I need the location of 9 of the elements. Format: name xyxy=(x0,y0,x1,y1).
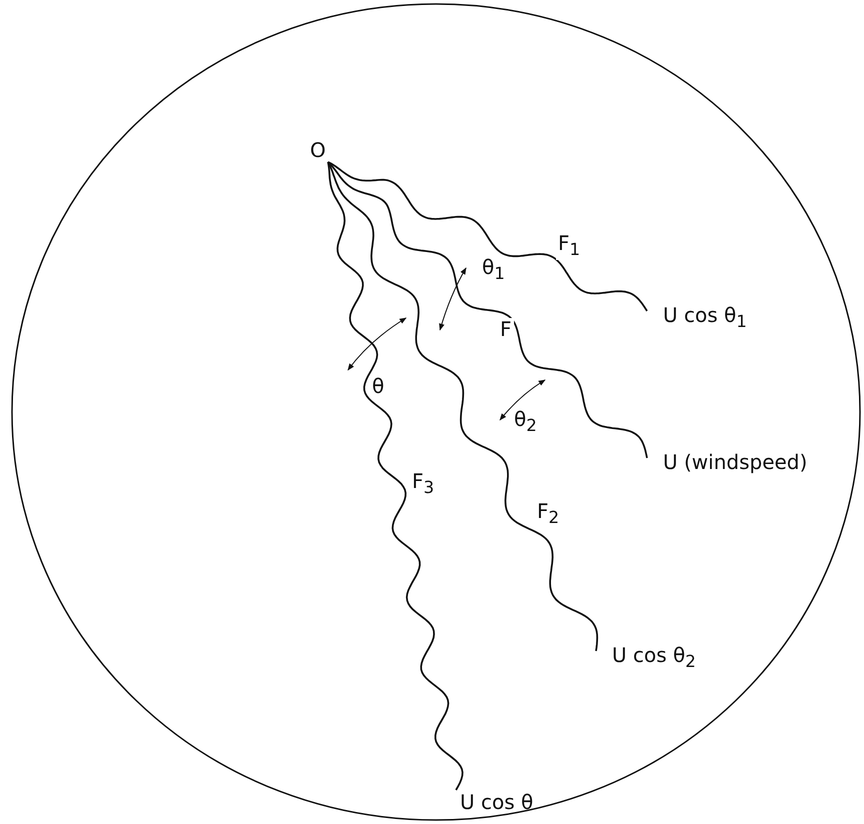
endpoint-label: U cos θ$_{2}$ xyxy=(612,645,696,671)
flow-line xyxy=(328,161,648,312)
endpoint-label: U (windspeed) xyxy=(663,452,808,472)
flow-line xyxy=(327,161,648,458)
flow-line xyxy=(327,162,464,790)
flow-line xyxy=(327,162,598,652)
endpoint-label: U cos θ$_{1}$ xyxy=(663,305,747,331)
origin-label: O xyxy=(310,140,326,160)
endpoint-label: U cos θ xyxy=(460,792,534,812)
